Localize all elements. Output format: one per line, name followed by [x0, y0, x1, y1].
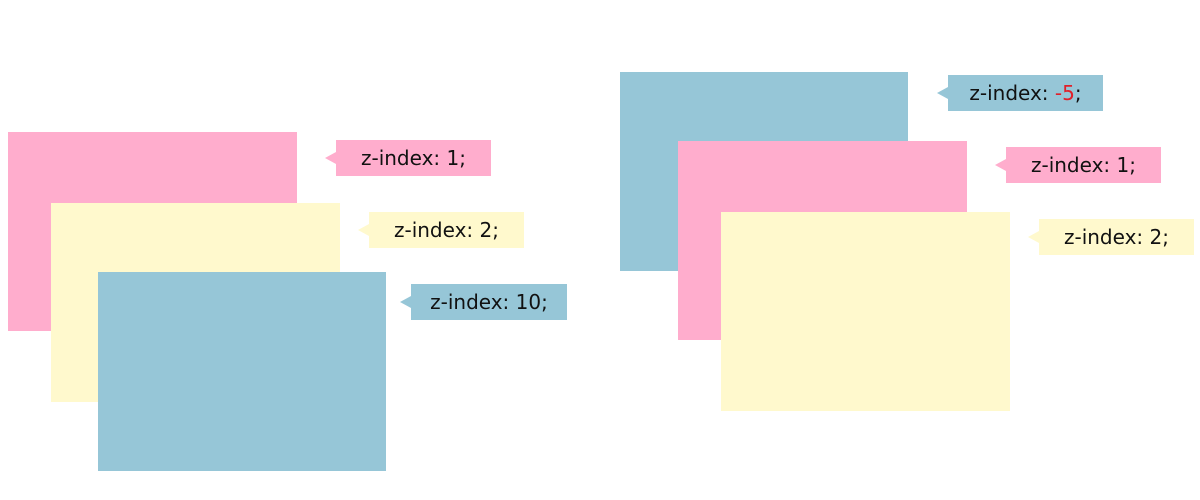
yellow-box: [721, 212, 1010, 411]
z-index-label-blue: z-index: 10;: [411, 284, 567, 320]
label-value: 2: [479, 218, 493, 242]
z-index-label-pink: z-index: 1;: [336, 140, 491, 176]
label-prefix: z-index:: [1030, 153, 1117, 177]
label-prefix: z-index:: [360, 146, 447, 170]
z-index-label-pink: z-index: 1;: [1006, 147, 1161, 183]
label-value: 1: [1116, 153, 1130, 177]
label-suffix: ;: [492, 218, 499, 242]
z-index-label-yellow: z-index: 2;: [369, 212, 524, 248]
label-suffix: ;: [1162, 225, 1169, 249]
label-suffix: ;: [1129, 153, 1136, 177]
label-value: 2: [1149, 225, 1163, 249]
label-value: 10: [515, 290, 542, 314]
label-prefix: z-index:: [1063, 225, 1150, 249]
label-suffix: ;: [1074, 81, 1082, 105]
label-value-negative: -5: [1054, 81, 1075, 105]
blue-box: [98, 272, 386, 471]
label-value: 1: [446, 146, 460, 170]
z-index-label-yellow: z-index: 2;: [1039, 219, 1194, 255]
label-suffix: ;: [541, 290, 548, 314]
label-prefix: z-index:: [393, 218, 480, 242]
label-suffix: ;: [459, 146, 466, 170]
label-prefix: z-index:: [969, 81, 1055, 105]
label-prefix: z-index:: [430, 290, 516, 314]
z-index-label-blue: z-index: -5;: [948, 75, 1103, 111]
